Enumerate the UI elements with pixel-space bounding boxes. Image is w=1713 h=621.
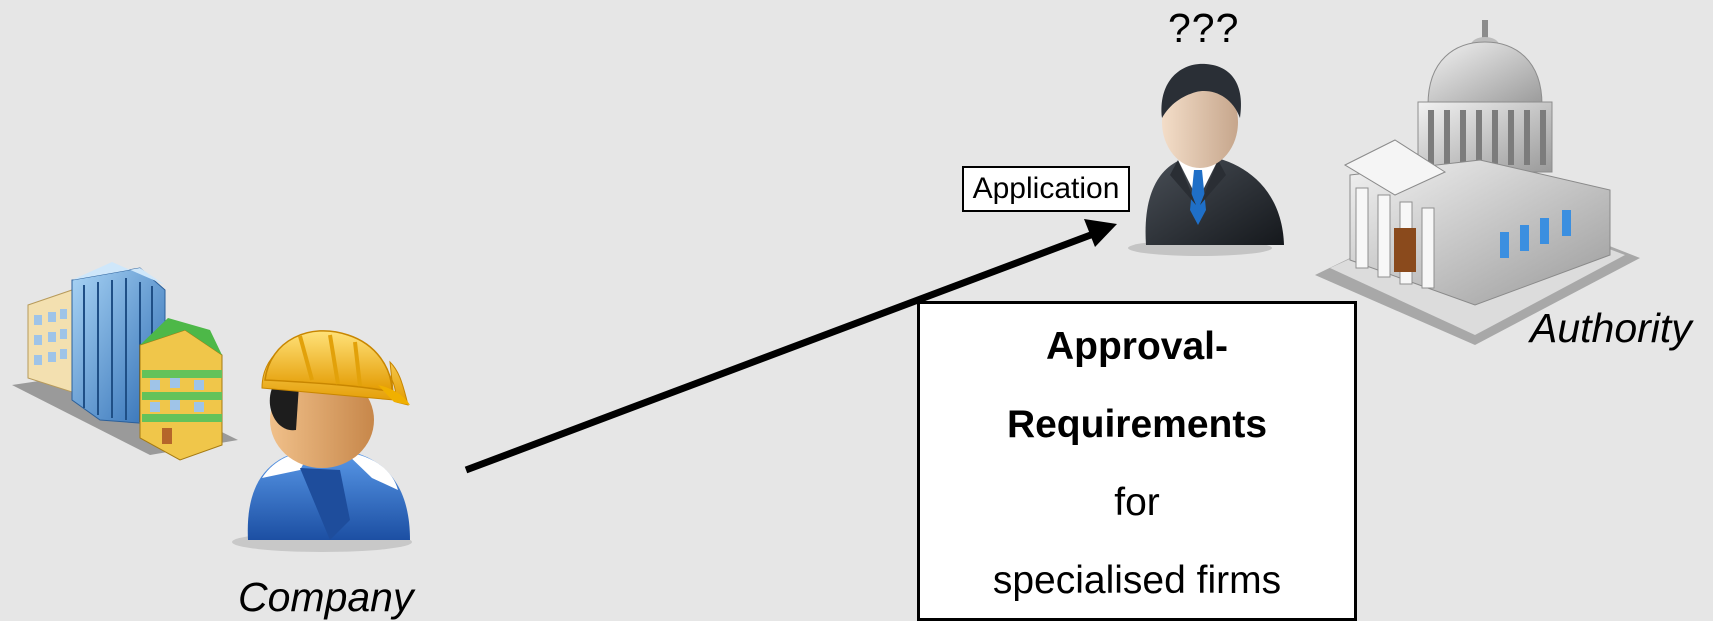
requirements-line-2: Requirements <box>1006 403 1268 446</box>
unknown-official-label: ??? <box>1168 5 1240 51</box>
requirements-line-3: for <box>1114 481 1160 524</box>
requirements-line-1: Approval- <box>1045 325 1228 368</box>
requirements-line-4: specialised firms <box>992 559 1282 602</box>
authority-label: Authority <box>1530 305 1692 351</box>
construction-worker-icon <box>232 330 412 552</box>
government-building-icon <box>1315 20 1640 345</box>
application-label: Application <box>962 166 1130 212</box>
businessman-icon <box>1128 63 1284 256</box>
requirements-box: Approval- Requirements for specialised f… <box>917 301 1357 621</box>
application-arrow <box>464 219 1117 474</box>
office-buildings-icon <box>12 262 238 461</box>
company-label: Company <box>238 574 414 620</box>
